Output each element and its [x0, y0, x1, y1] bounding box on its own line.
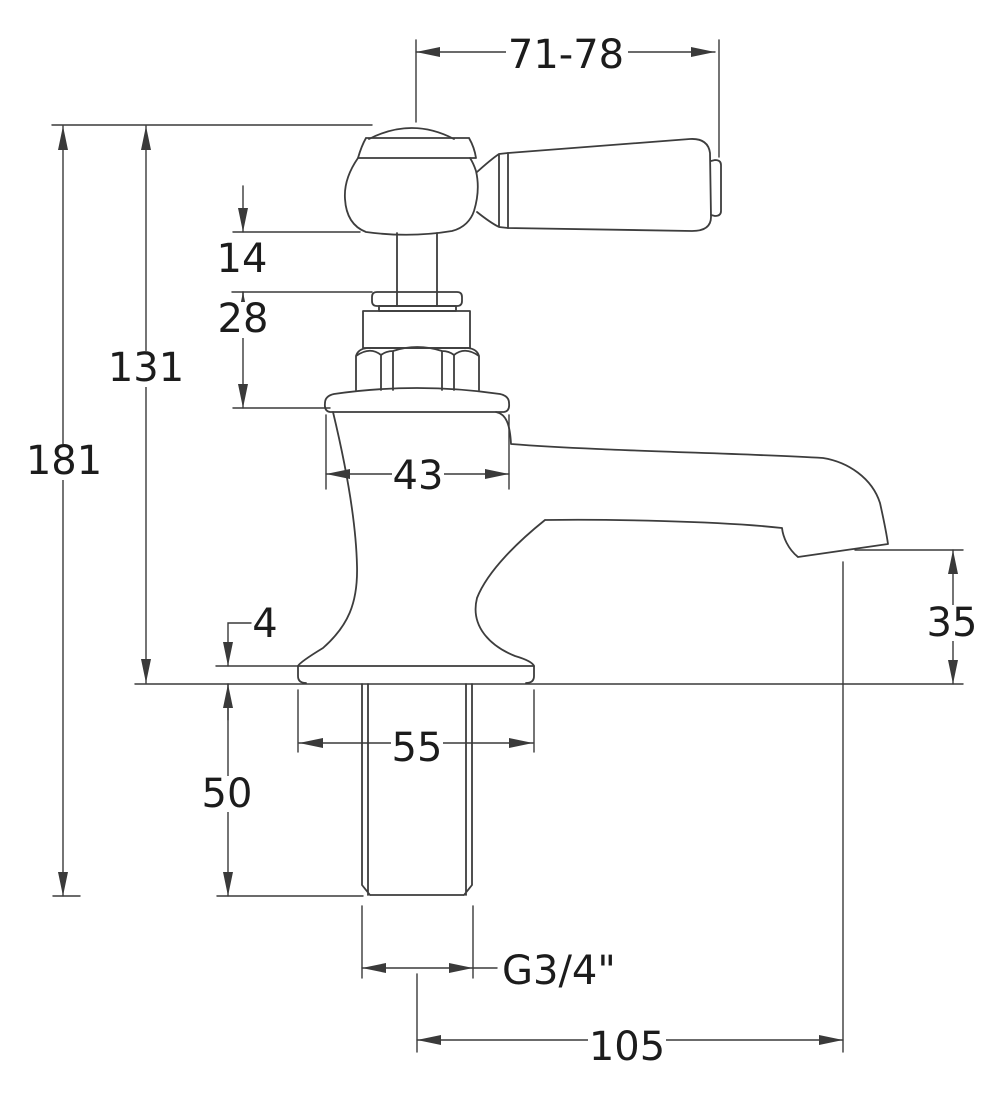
- handle-cap: [357, 137, 477, 159]
- base-flange: [297, 665, 535, 684]
- handle-dome: [368, 127, 455, 140]
- body-left-profile: [297, 411, 358, 667]
- dim-label-thread-size: G3/4": [502, 948, 616, 994]
- label-bg-spout-outlet-height: [926, 605, 978, 641]
- dim-label-bonnet-height: 28: [218, 296, 269, 342]
- dim-label-spout-outlet-height: 35: [927, 600, 978, 646]
- dim-label-shank-length: 50: [202, 771, 253, 817]
- valve-stem: [396, 232, 438, 307]
- hex-nut: [355, 346, 480, 391]
- handle-lever: [507, 138, 712, 232]
- label-bg-base-width: [391, 730, 443, 766]
- label-bg-handle-length: [506, 32, 628, 72]
- dim-label-base-plate-thickness: 4: [252, 601, 277, 647]
- dim-label-body-top-width: 43: [393, 453, 444, 499]
- dim-label-deck-to-handle-top: 131: [108, 345, 184, 391]
- body-top-flange: [323, 387, 511, 413]
- extension-lines-path: [51, 39, 964, 1053]
- label-bg-overall-height: [27, 444, 101, 480]
- dim-label-overall-height: 181: [26, 438, 102, 484]
- label-bg-shank-length: [201, 776, 253, 812]
- threaded-shank: [361, 683, 473, 896]
- label-bg-deck-to-handle-top: [109, 351, 183, 387]
- handle-neck: [476, 152, 509, 229]
- arrowheads-path: [58, 47, 958, 1045]
- extension-lines: [51, 39, 964, 1053]
- dimension-arrowheads: [58, 47, 958, 1045]
- bonnet-block: [362, 310, 471, 349]
- dimension-labels: 71-78 14 28 131 181 43 4 35 55 50 G3/4" …: [26, 32, 978, 1070]
- packing-collar: [371, 291, 463, 307]
- spout: [474, 411, 889, 667]
- label-bg-body-top-width: [392, 458, 444, 494]
- faucet-outline: [297, 127, 889, 896]
- handle-end-cap: [710, 159, 722, 217]
- label-bg-spout-reach: [588, 1029, 666, 1065]
- dim-label-handle-length: 71-78: [508, 32, 624, 78]
- dim-label-handle-rise: 14: [217, 236, 268, 282]
- label-bg-bonnet-height: [217, 302, 269, 338]
- dim-label-spout-reach: 105: [589, 1024, 665, 1070]
- handle-ball: [344, 157, 479, 236]
- dim-label-base-width: 55: [392, 725, 443, 771]
- label-backgrounds: [27, 32, 978, 1065]
